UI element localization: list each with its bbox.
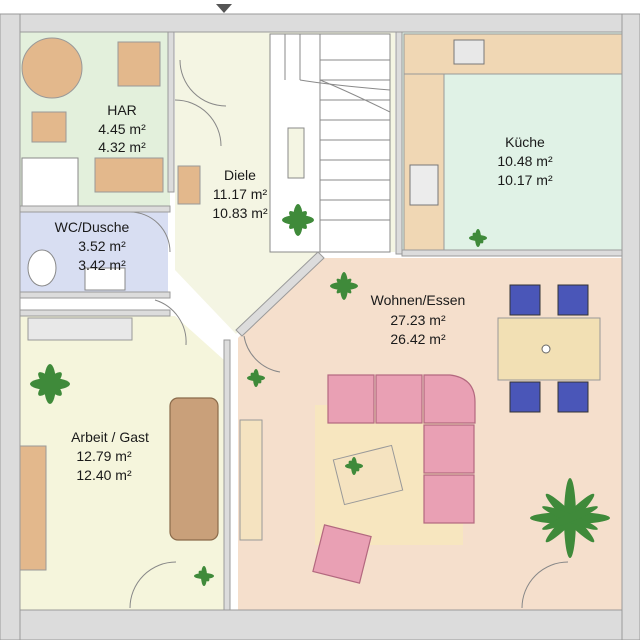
- armchair: [312, 524, 372, 584]
- room-name: Wohnen/Essen: [371, 292, 466, 308]
- room-area-gross: 3.52 m²: [78, 238, 126, 254]
- diele-furniture: [177, 165, 201, 205]
- wall-arbeit-top: [19, 309, 171, 317]
- room-name: Küche: [505, 134, 545, 150]
- wall-har-diele: [167, 31, 175, 193]
- shower-tray: [21, 157, 79, 211]
- toilet: [27, 249, 57, 287]
- room-area-net: 4.32 m²: [98, 139, 146, 155]
- har-washer: [21, 37, 83, 99]
- dining-set: [497, 284, 601, 413]
- plant-icon: [530, 478, 610, 558]
- room-area-net: 10.83 m²: [212, 205, 268, 221]
- har-fixtures: [21, 37, 164, 193]
- washbasin: [84, 267, 126, 291]
- wall-wc-south: [19, 291, 171, 299]
- room-area-net: 10.17 m²: [497, 172, 553, 188]
- room-label-har: HAR 4.45 m² 4.32 m²: [98, 102, 146, 155]
- tv-cabinet: [239, 419, 263, 541]
- sofa-seat: [327, 374, 375, 424]
- room-area-net: 3.42 m²: [78, 257, 126, 273]
- room-area-gross: 4.45 m²: [98, 121, 146, 137]
- room-name: HAR: [107, 102, 137, 118]
- room-label-arbeit: Arbeit / Gast 12.79 m² 12.40 m²: [71, 429, 149, 483]
- sofa-seat: [423, 474, 475, 524]
- kitchen-counters: [403, 33, 623, 251]
- room-label-diele: Diele 11.17 m² 10.83 m²: [212, 167, 268, 221]
- door-swing: [154, 299, 187, 346]
- plant-icon: [282, 204, 314, 236]
- desk: [19, 445, 47, 571]
- counter-left: [403, 73, 445, 251]
- door-swing: [243, 335, 281, 373]
- daybed: [169, 397, 219, 541]
- diele-bench: [177, 165, 201, 205]
- room-area-gross: 11.17 m²: [213, 186, 268, 202]
- wall-diagonal: [235, 251, 325, 337]
- har-boiler: [31, 111, 67, 143]
- wall-west: [0, 13, 21, 640]
- wall-kueche-south: [401, 249, 623, 257]
- room-name: Diele: [224, 167, 256, 183]
- counter-top: [403, 33, 623, 75]
- room-area-gross: 12.79 m²: [76, 448, 132, 464]
- door-swing: [129, 561, 177, 609]
- plants: [30, 204, 610, 586]
- arbeit-shelf: [27, 317, 133, 341]
- plant-icon: [345, 457, 363, 475]
- wall-east: [621, 13, 640, 640]
- plant-icon: [194, 566, 214, 586]
- room-name: Arbeit / Gast: [71, 429, 149, 445]
- wall-diele-kueche: [395, 31, 403, 255]
- wall-arbeit-wohnen: [223, 339, 231, 611]
- dining-chair: [509, 284, 541, 316]
- dining-chair: [509, 381, 541, 413]
- room-label-wohnen: Wohnen/Essen 27.23 m² 26.42 m²: [371, 292, 466, 347]
- har-shelf: [94, 157, 164, 193]
- table-lamp: [541, 344, 551, 354]
- plant-icon: [247, 369, 265, 387]
- door-swing: [129, 211, 171, 253]
- door-swing: [521, 561, 569, 609]
- room-area-gross: 27.23 m²: [390, 312, 446, 328]
- door-swing: [174, 99, 222, 147]
- sofa-seat: [423, 424, 475, 474]
- stair-newel: [287, 127, 305, 179]
- sofa-corner: [423, 374, 476, 424]
- sofa-seat: [375, 374, 423, 424]
- room-label-wc: WC/Dusche 3.52 m² 3.42 m²: [55, 219, 130, 273]
- kitchen-stove: [409, 164, 439, 206]
- har-cabinet: [117, 41, 161, 87]
- room-label-kueche: Küche 10.48 m² 10.17 m²: [497, 134, 553, 188]
- dining-chair: [557, 284, 589, 316]
- walls: [0, 13, 640, 640]
- plant-icon: [30, 364, 70, 404]
- entrance-arrow-icon: [216, 4, 232, 13]
- plant-icon: [330, 272, 358, 300]
- kitchen-sink: [453, 39, 485, 65]
- plant-icon: [469, 229, 487, 247]
- wall-south: [0, 609, 640, 640]
- wall-north: [0, 13, 640, 33]
- door-swing: [179, 59, 227, 107]
- wc-fixtures: [21, 157, 126, 291]
- coffee-table: [332, 444, 404, 506]
- sofa: [312, 374, 476, 584]
- room-name: WC/Dusche: [55, 219, 130, 235]
- wall-har-wc: [19, 205, 171, 213]
- arbeit-furniture: [19, 317, 263, 571]
- doors: [129, 59, 569, 609]
- room-area-net: 26.42 m²: [390, 331, 446, 347]
- dining-chair: [557, 381, 589, 413]
- room-area-gross: 10.48 m²: [497, 153, 553, 169]
- room-area-net: 12.40 m²: [76, 467, 132, 483]
- room-labels: HAR 4.45 m² 4.32 m² Diele 11.17 m² 10.83…: [55, 102, 553, 483]
